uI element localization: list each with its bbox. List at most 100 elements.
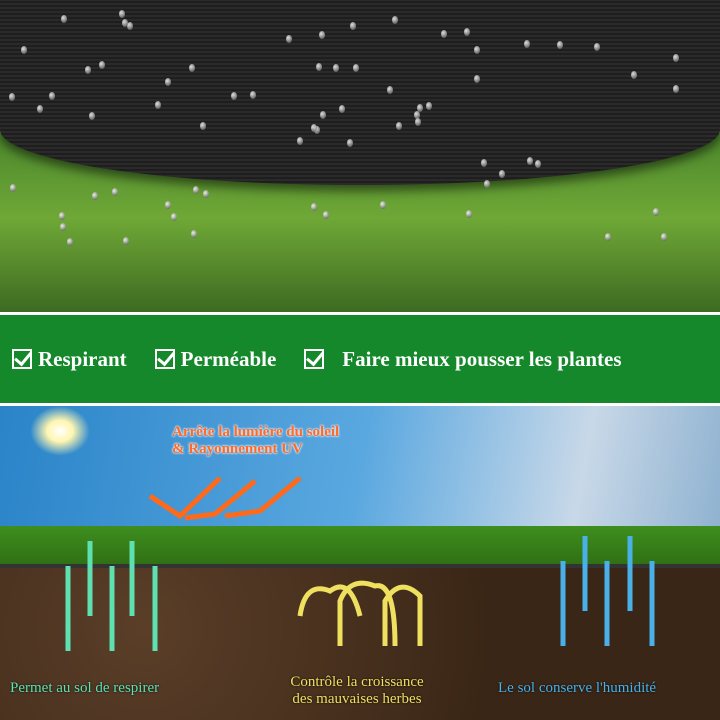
water-drop <box>474 74 481 83</box>
water-drop <box>127 21 134 30</box>
water-drop <box>84 66 91 75</box>
water-drop <box>164 201 171 210</box>
water-drop <box>37 104 44 113</box>
water-drop <box>193 186 200 195</box>
checkbox-icon <box>12 349 32 369</box>
water-drop <box>230 92 237 101</box>
water-drop <box>652 207 659 216</box>
weed-block-arrows-icon <box>297 580 423 647</box>
water-drop <box>464 27 471 36</box>
water-drop <box>338 105 345 114</box>
water-drop <box>188 64 195 73</box>
water-drop <box>311 202 318 211</box>
water-drop <box>171 213 178 222</box>
water-drop <box>466 210 473 218</box>
water-drop <box>415 117 422 126</box>
water-drop <box>474 46 481 55</box>
arrows <box>65 476 655 651</box>
water-drop <box>386 85 393 94</box>
water-drop <box>199 122 206 131</box>
water-drops-on-fabric-photo <box>0 0 720 312</box>
feature-permeable: Perméable <box>154 346 277 372</box>
soil-diagram: Arrête la lumière du soleil& Rayonnement… <box>0 406 720 720</box>
water-drop <box>440 29 447 38</box>
feature-label: Respirant <box>38 346 127 371</box>
caption-breathe: Permet au sol de respirer <box>10 680 160 696</box>
sun-icon <box>30 406 90 456</box>
water-drop <box>333 64 340 73</box>
caption-moisture: Le sol conserve l'humidité <box>498 680 657 696</box>
water-drop <box>631 70 638 79</box>
water-drop <box>154 100 161 109</box>
feature-label: Faire mieux pousser les plantes <box>342 346 622 371</box>
water-drop <box>484 179 491 188</box>
water-drop <box>392 15 399 24</box>
feature-plant-growth: Faire mieux pousser les plantes <box>304 346 622 372</box>
water-drop <box>165 78 172 87</box>
water-drop <box>379 201 386 210</box>
water-drop <box>91 192 98 201</box>
water-drop <box>190 229 197 238</box>
water-drop <box>61 14 68 23</box>
water-drop <box>527 157 534 166</box>
water-drop <box>672 53 679 62</box>
water-drop <box>524 40 531 49</box>
water-drop <box>286 35 293 44</box>
water-drop <box>122 18 129 27</box>
soil <box>0 564 720 720</box>
water-drop <box>323 210 330 219</box>
water-drop <box>123 236 130 245</box>
sky <box>0 406 720 536</box>
water-drop <box>48 91 55 100</box>
water-drop <box>480 158 487 167</box>
air-arrows-icon <box>65 541 158 651</box>
water-drop <box>414 111 421 120</box>
water-drop <box>9 183 16 192</box>
water-drop <box>352 64 359 73</box>
water-drop <box>66 237 73 246</box>
caption-weeds-line2: des mauvaises herbes <box>292 691 422 707</box>
feature-label: Perméable <box>180 346 277 371</box>
water-drop <box>416 104 423 113</box>
water-drop <box>594 43 601 52</box>
water-drop <box>314 126 321 135</box>
water-drop <box>319 111 326 120</box>
water-drop <box>119 10 126 19</box>
water-drop <box>426 102 433 111</box>
water-drop <box>310 124 317 133</box>
grass <box>0 526 720 566</box>
water-drop <box>250 90 257 99</box>
features-band: Respirant Perméable Faire mieux pousser … <box>0 312 720 406</box>
uv-reflect-arrows-icon <box>148 476 302 521</box>
water-drop <box>58 212 65 221</box>
checkbox-icon <box>304 349 325 369</box>
water-drop <box>319 30 326 39</box>
water-drop <box>672 84 679 93</box>
water-drop <box>88 112 95 121</box>
water-arrows-icon <box>560 536 655 646</box>
uv-caption-line2: & Rayonnement UV <box>172 441 303 457</box>
water-drop <box>21 45 28 54</box>
water-drop <box>99 61 106 70</box>
water-drop <box>396 122 403 131</box>
uv-caption-line1: Arrête la lumière du soleil <box>172 424 340 440</box>
water-drop <box>297 136 304 145</box>
water-drop <box>604 232 611 241</box>
water-drop <box>59 223 66 232</box>
water-drop <box>557 41 564 50</box>
water-drop <box>661 233 668 242</box>
water-drop <box>315 63 322 72</box>
weed-barrier-fabric <box>0 0 720 185</box>
caption-weeds-line1: Contrôle la croissance <box>290 674 424 690</box>
feature-breathable: Respirant <box>12 347 127 372</box>
water-drop <box>111 187 118 196</box>
uv-caption: Arrête la lumière du soleil& Rayonnement… <box>172 424 339 458</box>
water-drop <box>349 21 356 30</box>
water-drop <box>535 160 542 169</box>
water-drop <box>203 189 210 198</box>
water-drop <box>498 170 505 179</box>
water-drop <box>8 92 15 101</box>
checkbox-icon <box>154 349 175 369</box>
water-drop <box>347 138 354 147</box>
